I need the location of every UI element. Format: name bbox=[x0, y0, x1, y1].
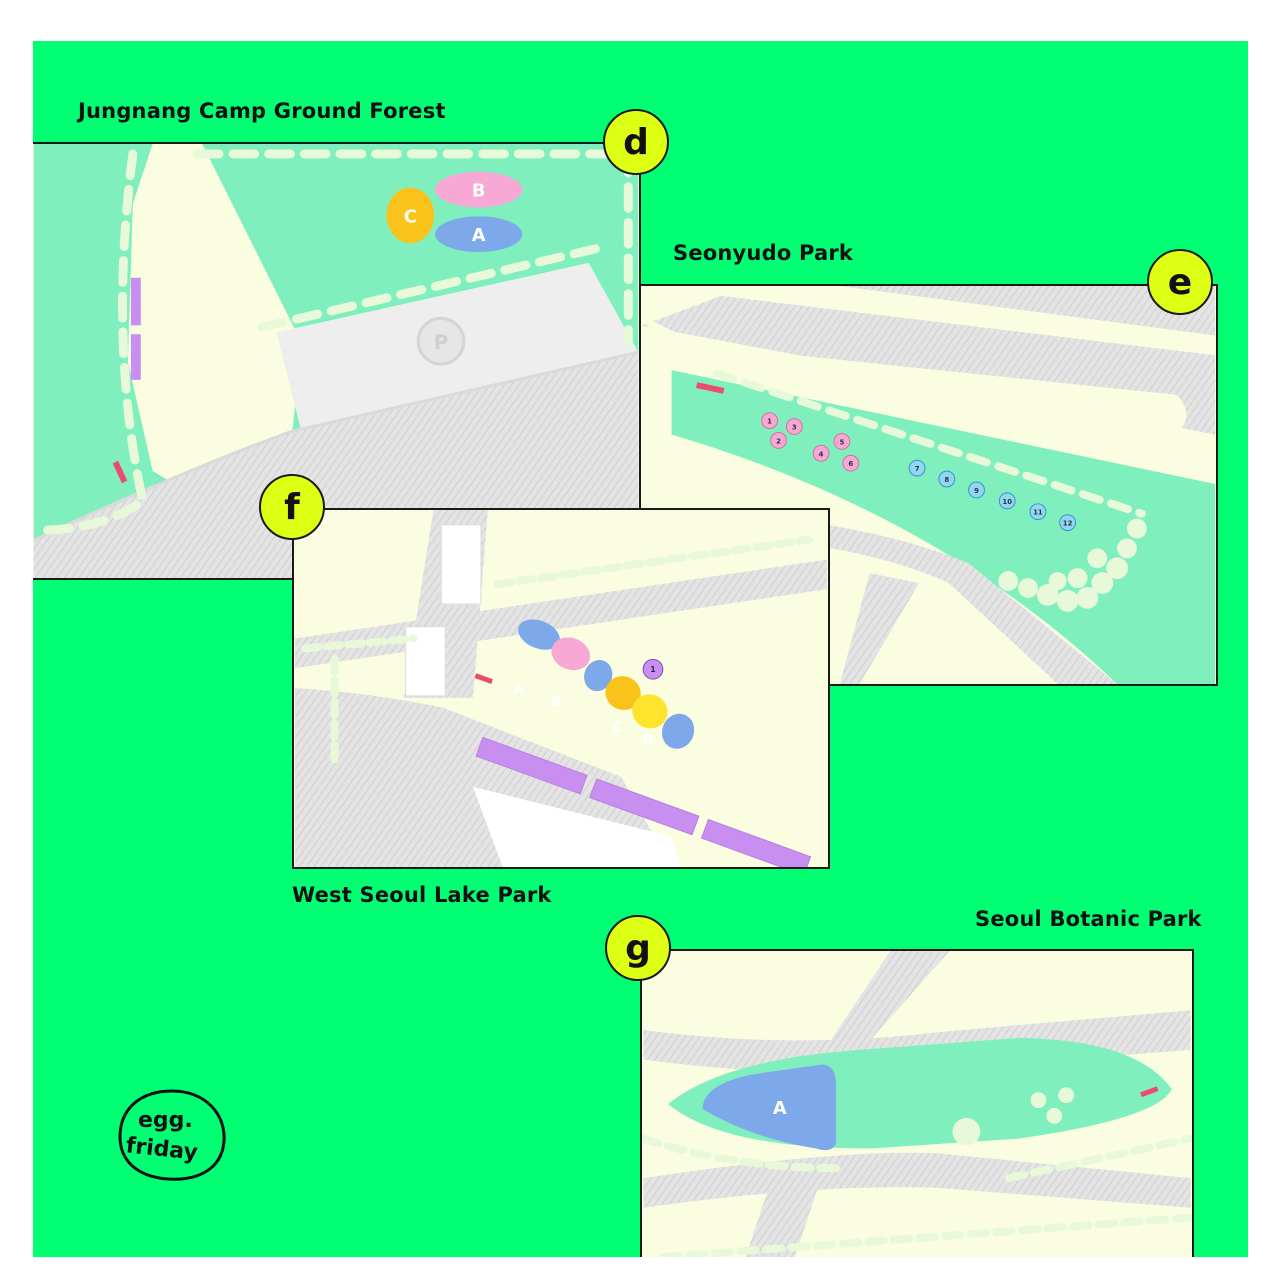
map-f-zone-a[interactable] bbox=[514, 614, 565, 656]
map-e-spot-label: 7 bbox=[915, 465, 920, 473]
map-g-zone-a-label: A bbox=[773, 1099, 787, 1119]
map-f-zone-d-label: D bbox=[642, 732, 653, 748]
map-d-stage-2 bbox=[130, 334, 141, 380]
map-f[interactable]: A B C D 1 bbox=[292, 508, 830, 869]
map-e-spot-blue-3[interactable] bbox=[998, 492, 1016, 510]
map-e-spot-label: 9 bbox=[974, 487, 979, 495]
map-f-spot-1-label: 1 bbox=[650, 665, 656, 674]
map-e-spot-blue-2[interactable] bbox=[968, 481, 985, 499]
map-f-zone-c[interactable] bbox=[600, 671, 646, 716]
map-f-zone-e[interactable] bbox=[657, 709, 700, 754]
map-e-spot-pink-2[interactable] bbox=[785, 418, 803, 436]
map-e-spot-pink-3[interactable] bbox=[812, 444, 830, 462]
map-g-marker bbox=[1140, 1086, 1159, 1098]
map-f-canvas: A B C D 1 bbox=[294, 510, 828, 867]
map-e-spot-pink-4[interactable] bbox=[833, 433, 851, 450]
map-e-spot-label: 11 bbox=[1033, 509, 1043, 517]
map-e-spot-pink-1[interactable] bbox=[770, 432, 787, 449]
map-d-zone-b-label: B bbox=[472, 181, 486, 202]
map-f-zone-ab[interactable] bbox=[579, 656, 617, 696]
map-e-marker bbox=[696, 382, 725, 394]
map-g-title: Seoul Botanic Park bbox=[975, 907, 1202, 931]
map-e-badge: e bbox=[1147, 249, 1213, 315]
map-d-zone-c[interactable] bbox=[386, 187, 435, 244]
map-f-title: West Seoul Lake Park bbox=[292, 883, 552, 907]
map-e-spot-label: 8 bbox=[944, 476, 949, 484]
map-e-spot-label: 2 bbox=[776, 437, 781, 445]
map-e-spot-pink-0[interactable] bbox=[761, 412, 779, 430]
poster-background: Jungnang Camp Ground Forest bbox=[33, 41, 1248, 1257]
map-d-zone-b[interactable] bbox=[435, 171, 523, 208]
map-e-spot-label: 6 bbox=[848, 460, 853, 468]
map-g-badge: g bbox=[605, 915, 671, 981]
map-d-zone-a-label: A bbox=[472, 225, 486, 246]
map-f-zone-b-label: B bbox=[551, 694, 562, 710]
map-f-zone-a-label: A bbox=[513, 682, 524, 698]
map-f-zone-c-label: C bbox=[612, 720, 622, 736]
map-d-badge: d bbox=[603, 109, 669, 175]
map-f-zone-b[interactable] bbox=[546, 632, 595, 676]
map-d-stage-1 bbox=[130, 277, 141, 326]
map-g[interactable]: A bbox=[640, 949, 1194, 1257]
logo-line-2: friday bbox=[125, 1133, 199, 1165]
map-g-zone-a[interactable] bbox=[702, 1064, 837, 1151]
map-d-title: Jungnang Camp Ground Forest bbox=[78, 99, 446, 123]
map-e-spot-blue-1[interactable] bbox=[938, 470, 956, 488]
map-e-spot-label: 5 bbox=[839, 438, 844, 446]
map-e-spot-blue-0[interactable] bbox=[908, 459, 926, 477]
map-f-stages bbox=[475, 736, 812, 867]
map-d-marker bbox=[112, 460, 128, 484]
map-f-badge: f bbox=[259, 474, 325, 540]
map-e-spot-pink-5[interactable] bbox=[842, 454, 860, 472]
map-d-parking-label: P bbox=[434, 331, 449, 354]
map-f-marker bbox=[474, 673, 493, 684]
map-e-spot-label: 10 bbox=[1002, 498, 1012, 506]
map-f-zones bbox=[514, 614, 700, 754]
logo-line-1: egg. bbox=[138, 1108, 193, 1133]
map-e-spot-label: 4 bbox=[819, 450, 824, 458]
map-e-spot-label: 3 bbox=[792, 424, 797, 432]
parking-icon bbox=[416, 316, 466, 366]
egg-friday-logo: egg. friday bbox=[116, 1087, 228, 1183]
map-e-spot-label: 12 bbox=[1063, 520, 1073, 528]
map-f-spot-1[interactable] bbox=[642, 658, 664, 680]
map-e-spot-blue-4[interactable] bbox=[1029, 503, 1047, 521]
map-e-spot-label: 1 bbox=[767, 418, 772, 426]
map-d-zone-a[interactable] bbox=[435, 216, 523, 253]
map-e-title: Seonyudo Park bbox=[673, 241, 854, 265]
map-e-spot-blue-5[interactable] bbox=[1059, 514, 1077, 532]
map-f-zone-d[interactable] bbox=[627, 689, 673, 734]
map-g-canvas: A bbox=[642, 951, 1192, 1257]
map-d-zone-c-label: C bbox=[404, 206, 417, 227]
